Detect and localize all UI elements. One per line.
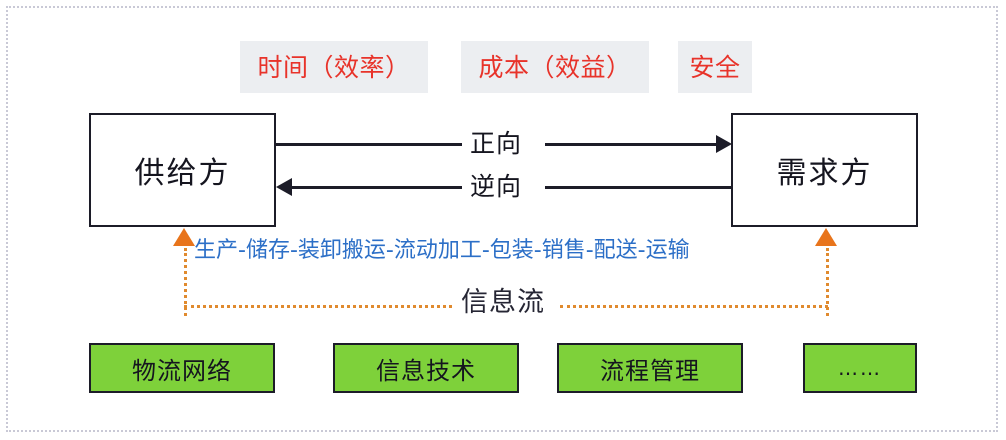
outer-dotted-frame xyxy=(6,6,998,432)
enabler-box-infotech: 信息技术 xyxy=(333,343,519,393)
enabler-box-infotech-label: 信息技术 xyxy=(376,356,476,385)
forward-arrow-line-left xyxy=(276,143,462,146)
criteria-chip-time-label: 时间（效率） xyxy=(257,52,411,82)
reverse-arrow-line-left xyxy=(286,186,462,189)
criteria-chip-cost: 成本（效益） xyxy=(461,41,649,93)
criteria-chip-time: 时间（效率） xyxy=(240,41,428,93)
reverse-flow-label: 逆向 xyxy=(464,174,529,199)
enabler-box-process-label: 流程管理 xyxy=(600,356,700,385)
process-chain-text: 生产-储存-装卸搬运-流动加工-包装-销售-配送-运输 xyxy=(194,238,690,263)
information-flow-arrowhead-right-icon xyxy=(815,228,837,246)
information-flow-line-left xyxy=(184,248,187,316)
forward-flow-label: 正向 xyxy=(464,131,529,156)
supplier-box-label: 供给方 xyxy=(134,156,231,191)
information-flow-line-bottom-left xyxy=(184,305,452,308)
information-flow-line-right xyxy=(826,248,829,316)
forward-arrowhead-icon xyxy=(716,135,732,153)
reverse-arrow-line-right xyxy=(545,186,731,189)
reverse-arrowhead-icon xyxy=(276,178,292,196)
criteria-chip-cost-label: 成本（效益） xyxy=(478,52,632,82)
forward-arrow-line-right xyxy=(545,143,723,146)
criteria-chip-safety: 安全 xyxy=(678,41,752,93)
enabler-box-more: …… xyxy=(803,343,917,393)
demander-box-label: 需求方 xyxy=(776,156,873,191)
information-flow-label: 信息流 xyxy=(455,287,551,320)
criteria-chip-safety-label: 安全 xyxy=(689,52,741,82)
enabler-box-process: 流程管理 xyxy=(557,343,743,393)
enabler-box-network-label: 物流网络 xyxy=(132,356,232,385)
enabler-box-more-label: …… xyxy=(838,356,882,380)
enabler-box-network: 物流网络 xyxy=(89,343,275,393)
supplier-box: 供给方 xyxy=(89,113,276,227)
information-flow-arrowhead-left-icon xyxy=(173,228,195,246)
information-flow-line-bottom-right xyxy=(560,305,828,308)
demander-box: 需求方 xyxy=(731,113,918,227)
